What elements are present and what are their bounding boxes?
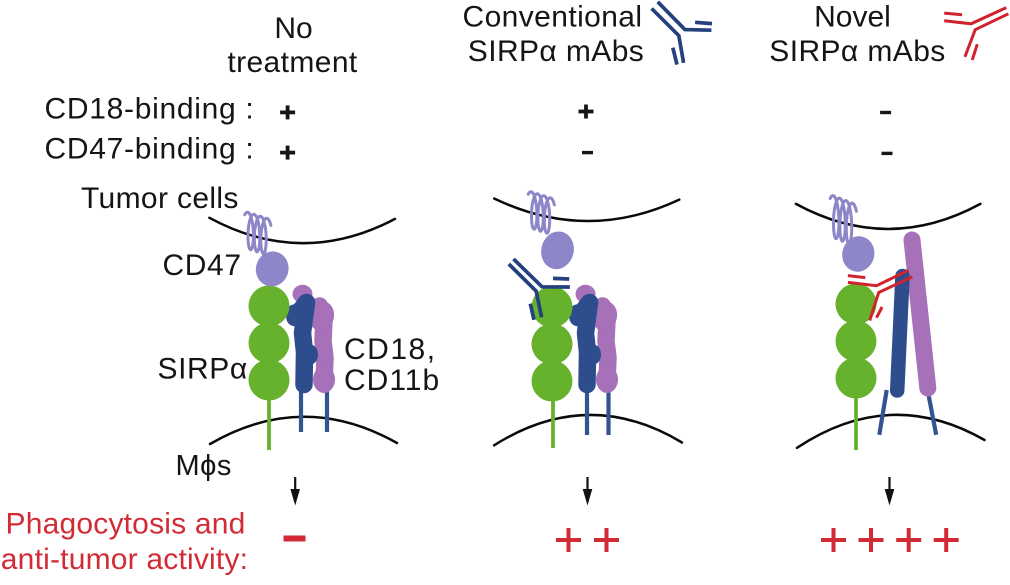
svg-text:Mϕs: Mϕs — [176, 450, 232, 482]
svg-text:anti-tumor activity:: anti-tumor activity: — [1, 543, 248, 576]
svg-text:Novel: Novel — [814, 1, 891, 34]
svg-text:No: No — [274, 12, 312, 45]
svg-text:CD18-binding :: CD18-binding : — [45, 93, 255, 126]
svg-text:treatment: treatment — [227, 46, 358, 79]
svg-text:SIRPα mAbs: SIRPα mAbs — [468, 35, 644, 68]
svg-text:CD47-binding :: CD47-binding : — [45, 133, 255, 166]
svg-text:CD18,: CD18, — [344, 333, 437, 366]
svg-text:Tumor cells: Tumor cells — [81, 182, 239, 215]
svg-text:Phagocytosis and: Phagocytosis and — [6, 508, 246, 541]
svg-text:SIRPα mAbs: SIRPα mAbs — [769, 35, 945, 68]
svg-text:SIRPα: SIRPα — [158, 353, 248, 386]
svg-text:CD47: CD47 — [163, 249, 242, 282]
svg-text:Conventional: Conventional — [463, 1, 643, 34]
svg-text:CD11b: CD11b — [344, 364, 440, 397]
